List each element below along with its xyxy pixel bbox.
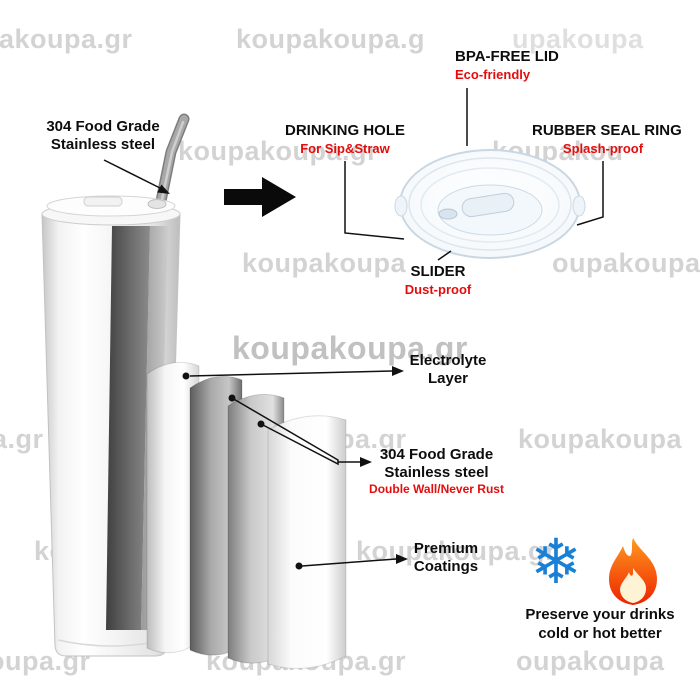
lid-slider-tab (461, 192, 515, 218)
label-title: Stainless steel (50, 135, 156, 153)
wall-layers (146, 361, 347, 669)
tumbler-lid-slider (83, 196, 123, 207)
callout-rubber-seal (576, 161, 604, 226)
label-premium-coatings: Premium Coatings (398, 540, 494, 575)
watermark-text: pakoupa.gr (0, 24, 133, 54)
watermark-text: oupakoupa (516, 646, 665, 676)
callout-steel-mid (231, 397, 360, 466)
watermark-text: a.gr (0, 424, 44, 454)
lid-seal-left (394, 195, 408, 217)
label-preserve: Preserve your drinks cold or hot better (508, 606, 692, 644)
label-rubber-seal-ring: RUBBER SEAL RING Splash-proof (532, 122, 682, 156)
lid-drinking-hole (438, 208, 458, 220)
lid-seal-right (572, 195, 586, 217)
flame-icon (609, 538, 657, 605)
layer-premium-coating (267, 415, 347, 669)
watermark-text: koupakoupa.gr (178, 136, 379, 166)
label-subtitle: Splash-proof (562, 140, 644, 156)
lid-exploded-view (394, 149, 586, 259)
label-steel-mid: 304 Food Grade Stainless steel Double Wa… (364, 446, 509, 497)
snowflake-icon: ❄ (530, 528, 582, 597)
tumbler-lid-straw-hole (147, 199, 167, 209)
label-title: Layer (427, 369, 469, 387)
label-subtitle: Eco-friendly (455, 66, 531, 82)
label-title: SLIDER (410, 263, 466, 280)
label-subtitle: For Sip&Straw (300, 140, 390, 156)
watermark-text: oupakoupa (552, 248, 700, 278)
label-title: RUBBER SEAL RING (532, 122, 682, 139)
label-steel-top: 304 Food Grade Stainless steel (28, 118, 178, 153)
label-drinking-hole: DRINKING HOLE For Sip&Straw (278, 122, 412, 156)
label-title: cold or hot better (538, 624, 662, 642)
label-title: Coatings (413, 557, 479, 575)
label-title: 304 Food Grade (46, 118, 160, 135)
label-electrolyte-layer: Electrolyte Layer (398, 352, 498, 387)
label-slider: SLIDER Dust-proof (396, 263, 480, 297)
watermark-text: koupakoupa (242, 248, 407, 278)
label-title: DRINKING HOLE (285, 122, 405, 139)
callout-electrolyte (189, 370, 393, 377)
label-bpa-free-lid: BPA-FREE LID Eco-friendly (455, 48, 595, 82)
watermark-text: koupakoupa (518, 424, 683, 454)
label-title: BPA-FREE LID (455, 48, 559, 65)
watermark-text: upakoupa (512, 24, 644, 54)
callout-drinking-hole (344, 161, 405, 240)
label-subtitle: Double Wall/Never Rust (369, 482, 504, 497)
callout-arrowheads (157, 184, 408, 564)
watermark-text: koupakoupa.gr (232, 330, 468, 366)
tumbler-cutaway-vacuum (106, 226, 150, 630)
lid-ring-2 (408, 157, 572, 251)
label-title: Electrolyte (409, 352, 487, 369)
callout-dots (182, 372, 303, 570)
watermark-text: koupakoupa.g (236, 24, 426, 54)
label-title: Preserve your drinks (525, 606, 675, 623)
arrow-right-icon (224, 177, 296, 217)
label-title: 304 Food Grade (379, 446, 494, 463)
label-title: Premium (413, 540, 479, 557)
label-title: Stainless steel (384, 463, 489, 481)
lid-ring-3 (420, 167, 560, 243)
callout-lines (103, 88, 604, 567)
label-subtitle: Dust-proof (404, 281, 472, 297)
callout-steel-top (103, 159, 161, 189)
callout-slider (437, 250, 452, 261)
callout-coatings (301, 558, 397, 567)
